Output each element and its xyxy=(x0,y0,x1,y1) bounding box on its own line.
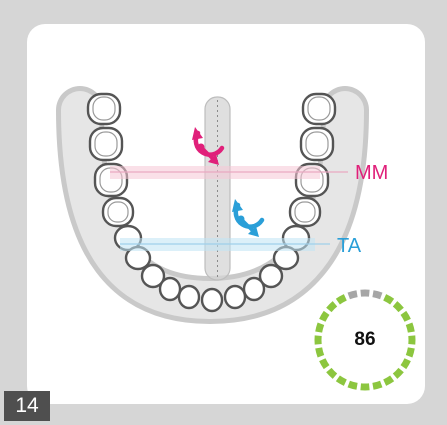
ta-label: TA xyxy=(337,236,361,256)
figure-number-badge: 14 xyxy=(4,391,50,421)
score-gauge: 86 xyxy=(312,287,418,393)
score-value: 86 xyxy=(312,287,418,393)
mm-label: MM xyxy=(355,163,388,183)
tooth xyxy=(179,286,199,308)
sensor-strip xyxy=(205,97,230,280)
tooth xyxy=(202,289,222,311)
tooth xyxy=(244,278,264,300)
teeth-front xyxy=(202,289,222,311)
ta-rotate-icon xyxy=(232,199,262,237)
tooth xyxy=(160,278,180,300)
tooth xyxy=(225,286,245,308)
